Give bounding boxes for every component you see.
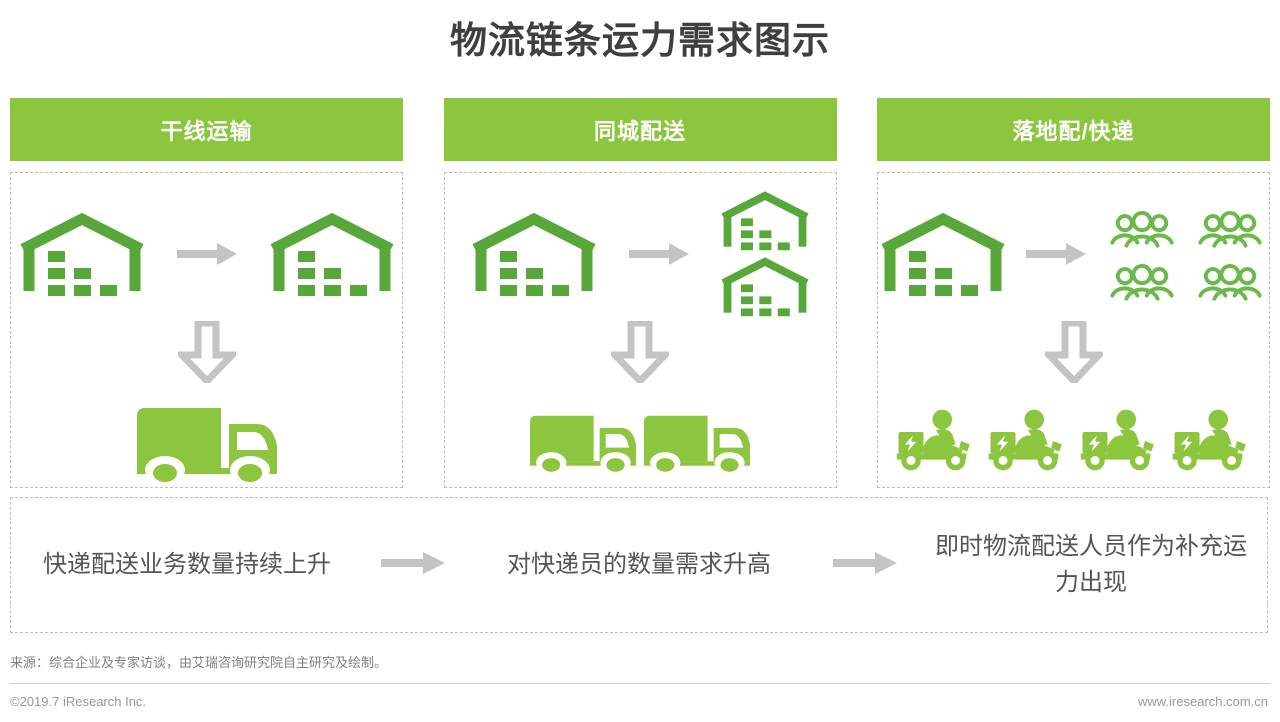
downward-flow-row xyxy=(878,319,1269,388)
summary-connector-1 xyxy=(363,549,463,582)
arrow-down-outline-icon xyxy=(606,319,674,388)
truck-icon xyxy=(527,405,639,480)
stage-body-intracity-delivery xyxy=(443,172,837,488)
people-group-grid xyxy=(1103,205,1269,307)
warehouse-icon xyxy=(719,190,811,256)
source-note: 来源：综合企业及专家访谈，由艾瑞咨询研究院自主研究及绘制。 xyxy=(10,655,388,670)
warehouse-stack xyxy=(719,190,811,322)
arrow-right-icon xyxy=(176,241,237,272)
summary-text-1: 快递配送业务数量持续上升 xyxy=(43,551,331,578)
summary-connector-2 xyxy=(815,549,915,582)
electric-scooter-rider-icon xyxy=(891,407,981,478)
warehouse-icon xyxy=(267,211,397,302)
stage-column-trunk-transport: 干线运输 xyxy=(10,98,403,488)
footer-divider xyxy=(10,683,1270,684)
people-group-icon xyxy=(1103,258,1181,307)
stage-body-trunk-transport xyxy=(10,172,403,488)
warehouse-icon xyxy=(469,211,599,302)
truck-fleet xyxy=(526,405,754,480)
website-url[interactable]: www.iresearch.com.cn xyxy=(1137,694,1268,709)
warehouse-icon xyxy=(878,211,1008,302)
vehicle-row xyxy=(445,387,836,497)
vehicle-row xyxy=(878,387,1269,497)
stage-header-intracity-delivery: 同城配送 xyxy=(443,98,837,161)
origin-destination-row xyxy=(878,191,1269,321)
vehicle-row xyxy=(11,387,402,497)
downward-flow-row xyxy=(11,319,402,388)
arrow-down-outline-icon xyxy=(173,319,240,388)
people-group-icon xyxy=(1191,258,1269,307)
truck-icon xyxy=(641,405,753,480)
page-title: 物流链条运力需求图示 xyxy=(450,20,830,61)
origin-destination-row xyxy=(11,191,402,321)
truck-fleet xyxy=(132,394,282,491)
stage-columns: 干线运输 xyxy=(10,98,1270,488)
people-group-icon xyxy=(1103,205,1181,254)
stage-header-last-mile-express: 落地配/快递 xyxy=(877,98,1270,161)
summary-band: 快递配送业务数量持续上升 对快递员的数量需求升高 即时物流配送人员作为补充运力出… xyxy=(10,497,1268,633)
people-group-icon xyxy=(1191,205,1269,254)
downward-flow-row xyxy=(445,319,836,388)
warehouse-icon xyxy=(719,256,811,322)
stage-column-last-mile-express: 落地配/快递 xyxy=(877,98,1270,488)
truck-icon xyxy=(133,394,281,491)
scooter-fleet xyxy=(890,407,1258,478)
warehouse-icon xyxy=(17,211,147,302)
electric-scooter-rider-icon xyxy=(1167,407,1257,478)
arrow-right-icon xyxy=(833,549,897,582)
summary-text-2: 对快递员的数量需求升高 xyxy=(507,551,771,578)
stage-body-last-mile-express xyxy=(877,172,1270,488)
origin-destination-row xyxy=(445,191,836,321)
electric-scooter-rider-icon xyxy=(983,407,1073,478)
summary-text-3: 即时物流配送人员作为补充运力出现 xyxy=(935,533,1247,596)
arrow-down-outline-icon xyxy=(1040,319,1107,388)
copyright-text: ©2019.7 iResearch Inc. xyxy=(10,694,147,709)
arrow-right-icon xyxy=(381,549,445,582)
electric-scooter-rider-icon xyxy=(1075,407,1165,478)
arrow-right-icon xyxy=(629,241,689,272)
stage-header-trunk-transport: 干线运输 xyxy=(10,98,403,161)
stage-column-intracity-delivery: 同城配送 xyxy=(443,98,837,488)
arrow-right-icon xyxy=(1025,241,1086,272)
